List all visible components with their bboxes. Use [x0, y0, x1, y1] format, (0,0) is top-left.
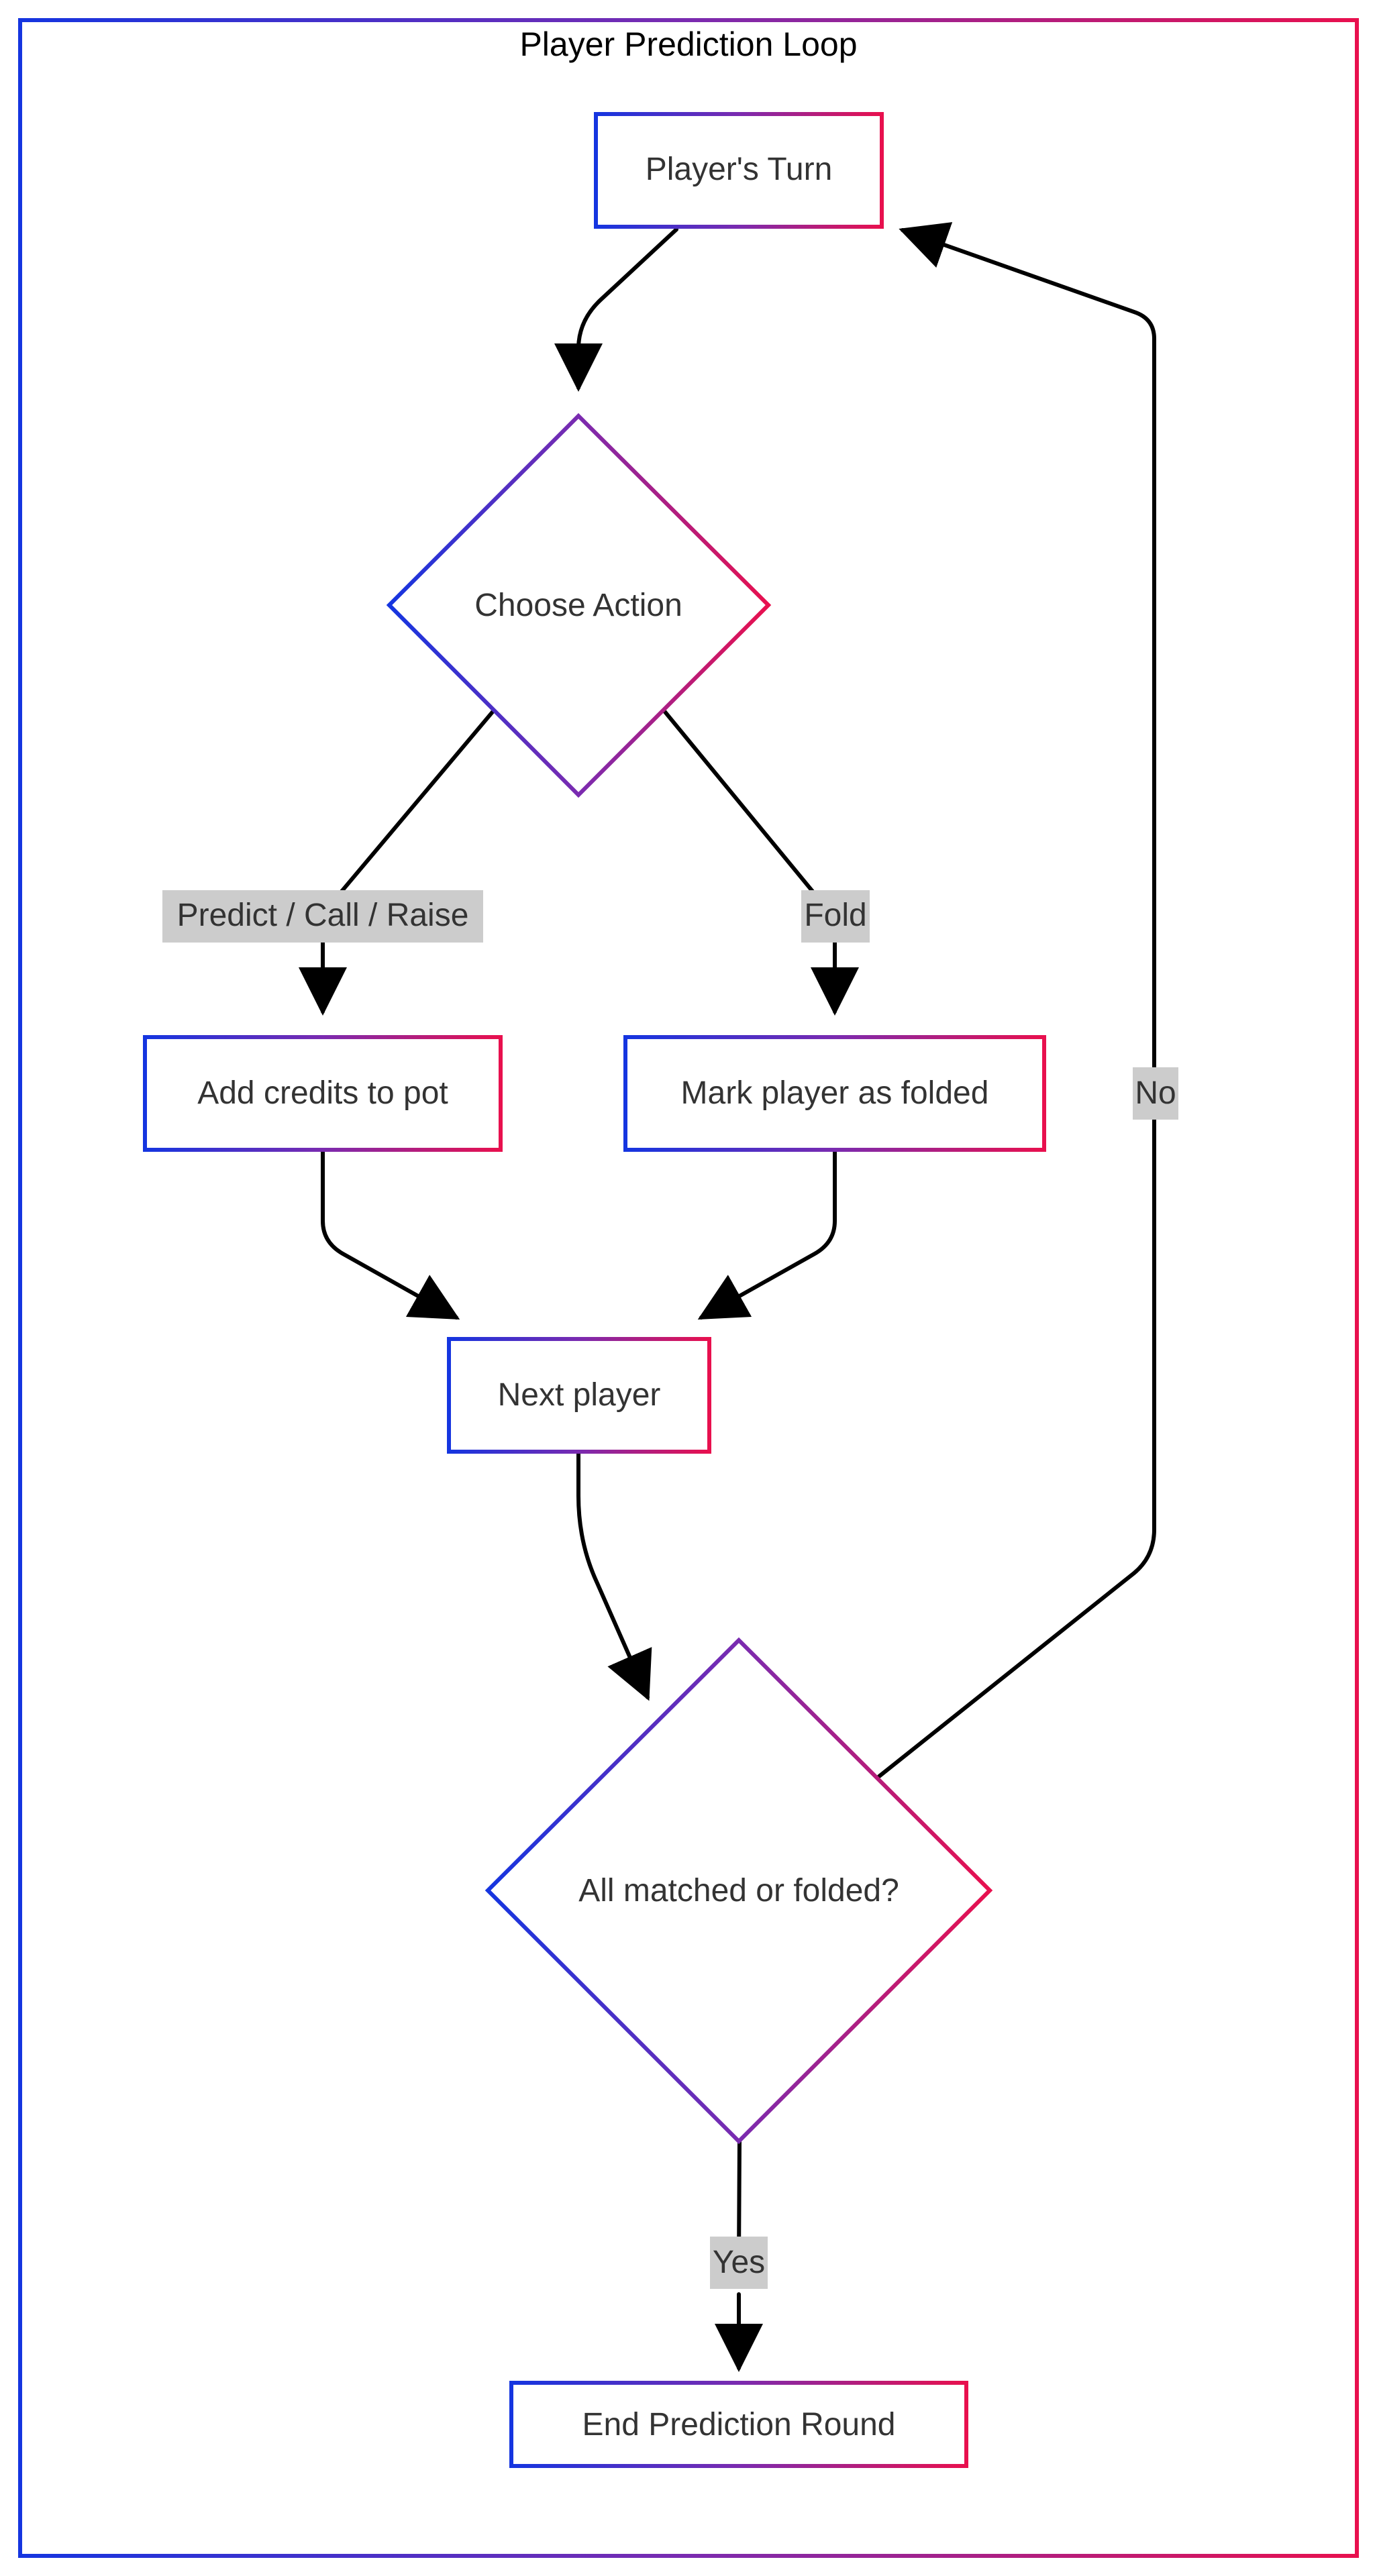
edge-all-matched-to-turn — [877, 222, 1156, 1778]
edge-next-to-all-matched — [576, 1450, 652, 1701]
svg-text:Predict / Call / Raise: Predict / Call / Raise — [177, 898, 469, 933]
node-all-matched[interactable]: All matched or folded? — [484, 1637, 993, 2145]
svg-text:Fold: Fold — [804, 898, 866, 933]
edge-choose-to-add-credits — [339, 709, 495, 894]
node-next-player[interactable]: Next player — [447, 1337, 711, 1454]
diagram-title: Player Prediction Loop — [519, 25, 857, 63]
edge-label-yes: Yes — [710, 2237, 768, 2289]
node-end-round[interactable]: End Prediction Round — [509, 2381, 968, 2468]
node-players-turn-label: Player's Turn — [646, 152, 833, 187]
svg-text:No: No — [1135, 1075, 1176, 1111]
node-add-credits-label: Add credits to pot — [197, 1075, 448, 1111]
node-mark-folded-label: Mark player as folded — [681, 1075, 989, 1111]
node-all-matched-label: All matched or folded? — [578, 1873, 899, 1909]
node-mark-folded[interactable]: Mark player as folded — [623, 1035, 1046, 1152]
node-choose-action[interactable]: Choose Action — [386, 413, 772, 798]
node-end-round-label: End Prediction Round — [582, 2407, 896, 2443]
node-choose-action-label: Choose Action — [474, 588, 682, 623]
edge-mark-folded-to-next — [697, 1148, 837, 1320]
edge-choose-to-mark-folded — [662, 709, 815, 894]
node-next-player-label: Next player — [498, 1377, 661, 1413]
edge-add-credits-to-next — [321, 1148, 460, 1320]
svg-text:Yes: Yes — [713, 2245, 765, 2280]
edge-label-predict-call-raise: Predict / Call / Raise — [162, 890, 483, 943]
subgraph-frame — [18, 18, 1359, 2558]
node-players-turn[interactable]: Player's Turn — [594, 112, 884, 229]
edge-label-fold: Fold — [801, 890, 870, 943]
edge-label-no: No — [1133, 1067, 1178, 1120]
node-add-credits[interactable]: Add credits to pot — [143, 1035, 503, 1152]
edge-turn-to-choose — [554, 227, 678, 392]
